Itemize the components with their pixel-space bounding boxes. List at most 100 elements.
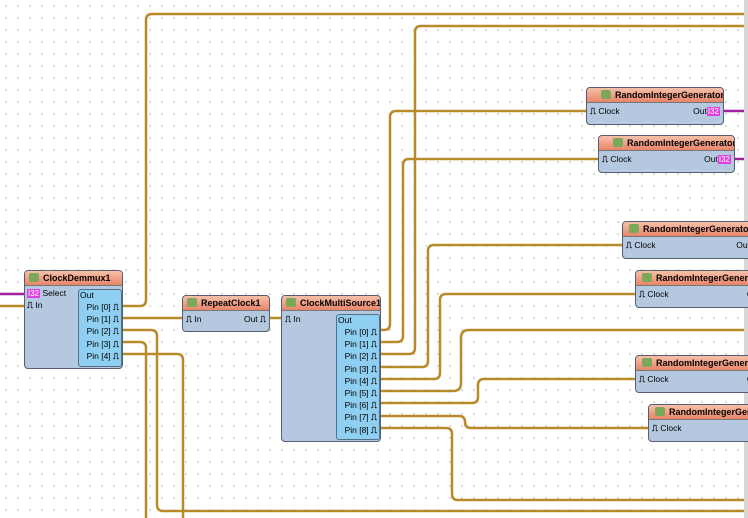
- output-pin[interactable]: Pin [2] ⎍: [87, 325, 119, 337]
- pin-label: Pin [2]: [86, 326, 111, 337]
- output-pin[interactable]: Pin [2] ⎍: [345, 350, 377, 362]
- output-pin[interactable]: Pin [8] ⎍: [345, 424, 377, 436]
- node-title: RandomIntegerGen: [669, 407, 748, 417]
- pin-out[interactable]: Out: [243, 314, 258, 324]
- pin-clock[interactable]: Clock: [634, 240, 656, 250]
- component-icon: [29, 273, 39, 282]
- pin-clock[interactable]: Clock: [610, 154, 632, 164]
- pin-label: Pin [3]: [86, 338, 111, 349]
- pin-label: Pin [6]: [344, 400, 369, 411]
- clock-icon: ⎍: [285, 314, 291, 324]
- pin-out[interactable]: Out: [704, 154, 718, 164]
- node-title: RepeatClock1: [201, 298, 261, 308]
- pin-clock[interactable]: Clock: [647, 374, 669, 384]
- component-icon: [613, 138, 623, 147]
- node-title: ClockDemmux1: [43, 273, 111, 283]
- wire[interactable]: [379, 292, 636, 381]
- wire[interactable]: [121, 352, 185, 518]
- node-random-integer-generator[interactable]: RandomIntegerGenerator3 ⎍ Clock Out: [622, 221, 748, 259]
- output-pin[interactable]: Pin [7] ⎍: [345, 411, 377, 423]
- component-icon: [601, 90, 611, 99]
- clock-icon: ⎍: [27, 300, 33, 310]
- output-pin[interactable]: Pin [5] ⎍: [345, 387, 377, 399]
- out-label: Out: [338, 315, 352, 325]
- component-icon: [642, 358, 652, 367]
- pin-clock[interactable]: Clock: [647, 289, 669, 299]
- node-random-integer-generator[interactable]: RandomIntegerGenerator1 ⎍ Clock OutI32: [586, 87, 724, 125]
- clock-icon: ⎍: [602, 154, 608, 164]
- clock-icon: ⎍: [371, 363, 377, 374]
- pin-label: Pin [4]: [344, 375, 369, 386]
- component-icon: [629, 224, 639, 233]
- node-title: RandomIntegerGenerator3: [643, 224, 748, 234]
- wire[interactable]: [379, 328, 748, 393]
- wire[interactable]: [121, 328, 748, 513]
- node-title: RandomIntegerGenera: [656, 358, 748, 368]
- output-pin[interactable]: Pin [4] ⎍: [345, 375, 377, 387]
- clock-icon: ⎍: [113, 350, 119, 361]
- clock-icon: ⎍: [371, 388, 377, 398]
- clock-icon: ⎍: [371, 412, 377, 423]
- clock-icon: ⎍: [626, 240, 632, 250]
- wire[interactable]: [379, 414, 649, 430]
- output-pin[interactable]: Pin [6] ⎍: [345, 399, 377, 411]
- pin-label: Pin [7]: [344, 412, 369, 423]
- pin-in[interactable]: In: [293, 314, 301, 324]
- pin-label: Pin [1]: [344, 339, 369, 350]
- node-random-integer-generator[interactable]: RandomIntegerGenera ⎍ Clock C: [635, 355, 748, 393]
- node-title: RandomIntegerGenera: [656, 273, 748, 283]
- wire[interactable]: [379, 426, 748, 502]
- type-badge: I32: [27, 289, 41, 298]
- wire[interactable]: [121, 12, 748, 308]
- pin-label: Pin [0]: [344, 327, 369, 337]
- wire[interactable]: [379, 157, 599, 344]
- wire[interactable]: [379, 24, 748, 356]
- node-title: RandomIntegerGenerator1: [615, 90, 724, 100]
- clock-icon: ⎍: [371, 424, 377, 435]
- pin-clock[interactable]: Clock: [660, 423, 682, 433]
- pin-label: Pin [2]: [344, 351, 369, 362]
- component-icon: [642, 273, 652, 282]
- pin-out[interactable]: Out: [693, 106, 707, 116]
- output-pin[interactable]: Pin [1] ⎍: [345, 338, 377, 350]
- node-random-integer-generator[interactable]: RandomIntegerGen ⎍ Clock: [648, 404, 748, 442]
- wire[interactable]: [379, 243, 623, 369]
- node-random-integer-generator[interactable]: RandomIntegerGenera ⎍ Clock C: [635, 270, 748, 308]
- clock-icon: ⎍: [113, 302, 119, 312]
- clock-icon: ⎍: [639, 374, 645, 384]
- node-clock-demux[interactable]: ClockDemmux1 I32 Select ⎍ In Out Pin [0]…: [24, 270, 123, 369]
- wire[interactable]: [379, 377, 636, 405]
- pin-out[interactable]: Out: [736, 240, 748, 250]
- wire[interactable]: [121, 340, 148, 518]
- node-clock-multisource[interactable]: ClockMultiSource1 ⎍ In Out Pin [0] ⎍Pin …: [281, 295, 381, 442]
- clock-icon: ⎍: [113, 314, 119, 325]
- pin-out[interactable]: C: [747, 289, 748, 299]
- output-pin[interactable]: Pin [3] ⎍: [345, 363, 377, 375]
- component-icon: [286, 298, 296, 307]
- wire[interactable]: [379, 109, 587, 332]
- pin-in[interactable]: In: [194, 314, 202, 324]
- output-pin[interactable]: Pin [1] ⎍: [87, 313, 119, 325]
- type-badge: I32: [706, 107, 720, 116]
- pin-in[interactable]: In: [35, 300, 43, 310]
- out-label: Out: [80, 290, 94, 300]
- node-random-integer-generator[interactable]: RandomIntegerGenerator2 ⎍ Clock OutI32: [598, 135, 735, 173]
- pin-select[interactable]: Select: [42, 288, 67, 298]
- clock-icon: ⎍: [652, 423, 658, 433]
- outputs-panel: Out Pin [0] ⎍Pin [1] ⎍Pin [2] ⎍Pin [3] ⎍…: [336, 314, 380, 440]
- clock-icon: ⎍: [590, 106, 596, 116]
- output-pin[interactable]: Pin [0] ⎍: [345, 326, 377, 338]
- clock-icon: ⎍: [371, 339, 377, 350]
- node-title: ClockMultiSource1: [300, 298, 381, 308]
- pin-label: Pin [1]: [86, 314, 111, 325]
- output-pin[interactable]: Pin [0] ⎍: [87, 301, 119, 313]
- clock-icon: ⎍: [371, 375, 377, 386]
- pin-label: Pin [8]: [344, 424, 369, 435]
- pin-clock[interactable]: Clock: [598, 106, 620, 116]
- node-repeat-clock[interactable]: RepeatClock1 ⎍ In Out ⎍: [182, 295, 270, 332]
- pin-out[interactable]: C: [747, 374, 748, 384]
- scrollbar[interactable]: [744, 0, 748, 518]
- output-pin[interactable]: Pin [4] ⎍: [87, 350, 119, 362]
- output-pin[interactable]: Pin [3] ⎍: [87, 338, 119, 350]
